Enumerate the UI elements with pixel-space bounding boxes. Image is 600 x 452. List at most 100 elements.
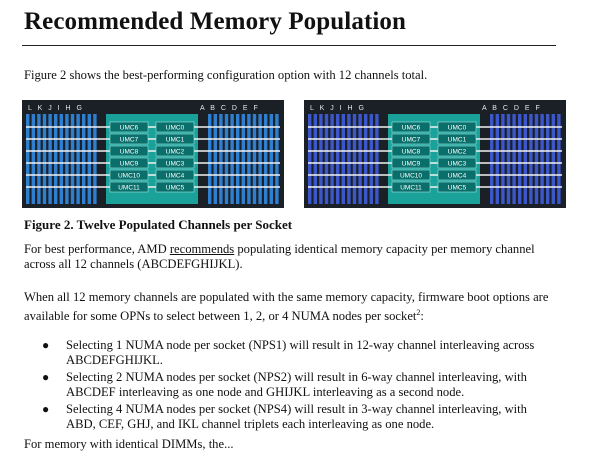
umc-label: UMC3 <box>166 161 185 168</box>
dimm-bar <box>230 114 234 204</box>
dimm-bar <box>341 114 345 204</box>
umc-block <box>391 121 431 133</box>
umc-block <box>109 157 149 169</box>
umc-label: UMC4 <box>166 173 185 180</box>
umc-label: UMC1 <box>448 137 467 144</box>
dimm-bar <box>319 114 323 204</box>
umc-label: UMC7 <box>402 137 421 144</box>
dimm-bar <box>529 114 533 204</box>
list-item: ● Selecting 2 NUMA nodes per socket (NPS2… <box>38 370 558 400</box>
heading-rule <box>22 45 556 46</box>
umc-label: UMC8 <box>120 149 139 156</box>
umc-block <box>437 181 477 193</box>
umc-block <box>391 169 431 181</box>
dimm-bar <box>352 114 357 204</box>
dimm-bar <box>364 114 368 204</box>
list-item: ● Selecting 1 NUMA node per socket (NPS1)… <box>38 338 558 368</box>
dimm-bar <box>540 114 544 204</box>
bullet-text-nps2: Selecting 2 NUMA nodes per socket (NPS2)… <box>66 370 527 399</box>
list-item: ● Selecting 4 NUMA nodes per socket (NPS4… <box>38 402 558 432</box>
umc-label: UMC11 <box>400 185 422 192</box>
dimm-bar <box>269 114 273 204</box>
dimm-bar <box>42 114 47 204</box>
bullet-icon: ● <box>42 402 50 416</box>
dimm-bar <box>495 114 499 204</box>
umc-block <box>437 133 477 145</box>
umc-label: UMC5 <box>166 185 185 192</box>
dimm-bar <box>241 114 245 204</box>
paragraph-numa: When all 12 memory channels are populate… <box>24 290 554 324</box>
umc-block <box>391 133 431 145</box>
bullet-icon: ● <box>42 338 50 352</box>
dimm-bar <box>490 114 494 204</box>
umc-block <box>437 145 477 157</box>
umc-label: UMC2 <box>166 149 185 156</box>
dimm-bar <box>236 114 240 204</box>
footnote-ref[interactable]: 2 <box>416 308 421 317</box>
page-heading: Recommended Memory Population <box>24 8 407 35</box>
recommends-link[interactable]: recommends <box>169 242 235 256</box>
cutoff-paragraph: For memory with identical DIMMs, the... <box>24 437 234 451</box>
umc-block <box>109 181 149 193</box>
umc-block <box>155 169 195 181</box>
dimm-bar <box>369 114 373 204</box>
dimm-bar <box>313 114 317 204</box>
dimm-bar <box>551 114 555 204</box>
umc-label: UMC9 <box>120 161 139 168</box>
umc-label: UMC10 <box>118 173 140 180</box>
umc-block <box>155 181 195 193</box>
dimm-bar <box>59 114 63 204</box>
dimm-bar <box>324 114 329 204</box>
umc-label: UMC10 <box>400 173 422 180</box>
umc-block <box>109 145 149 157</box>
umc-label: UMC8 <box>402 149 421 156</box>
dimm-bar <box>512 114 516 204</box>
dimm-bar <box>31 114 35 204</box>
dimm-bar <box>76 114 80 204</box>
dimm-bar <box>37 114 41 204</box>
dimm-bar <box>557 114 561 204</box>
umc-block <box>109 169 149 181</box>
bullet-icon: ● <box>42 370 50 384</box>
channel-labels-right: A B C D E F <box>200 105 260 112</box>
umc-label: UMC6 <box>120 125 139 132</box>
dimm-bar <box>358 114 362 204</box>
umc-label: UMC5 <box>448 185 467 192</box>
dimm-bar <box>65 114 69 204</box>
para2-text-after: populating identical memory capacity per… <box>24 242 535 271</box>
umc-block <box>109 133 149 145</box>
bullet-text-nps1: Selecting 1 NUMA node per socket (NPS1) … <box>66 338 535 367</box>
dimm-bar <box>275 114 279 204</box>
dimm-bar <box>308 114 312 204</box>
dimm-bar <box>26 114 30 204</box>
dimm-bar <box>501 114 505 204</box>
paragraph-recommendation: For best performance, AMD recommends pop… <box>24 242 544 272</box>
dimm-bar <box>523 114 527 204</box>
bullet-text-nps4: Selecting 4 NUMA nodes per socket (NPS4)… <box>66 402 527 431</box>
dimm-bar <box>224 114 229 204</box>
dimm-bar <box>264 114 268 204</box>
channel-labels-left: L K J I H G <box>310 105 366 112</box>
dimm-bar <box>546 114 550 204</box>
umc-block <box>391 181 431 193</box>
dimm-bar <box>219 114 223 204</box>
umc-label: UMC4 <box>448 173 467 180</box>
dimm-bar <box>258 114 262 204</box>
dimm-bar <box>375 114 379 204</box>
umc-label: UMC0 <box>166 125 185 132</box>
umc-block <box>155 145 195 157</box>
dimm-bar <box>336 114 340 204</box>
numa-option-list: ● Selecting 1 NUMA node per socket (NPS1)… <box>38 338 558 434</box>
dimm-bar <box>252 114 257 204</box>
umc-block <box>437 169 477 181</box>
umc-label: UMC6 <box>402 125 421 132</box>
dimm-bar <box>82 114 86 204</box>
umc-block <box>109 121 149 133</box>
para3-text: When all 12 memory channels are populate… <box>24 290 549 324</box>
dimm-bar <box>54 114 58 204</box>
umc-label: UMC2 <box>448 149 467 156</box>
